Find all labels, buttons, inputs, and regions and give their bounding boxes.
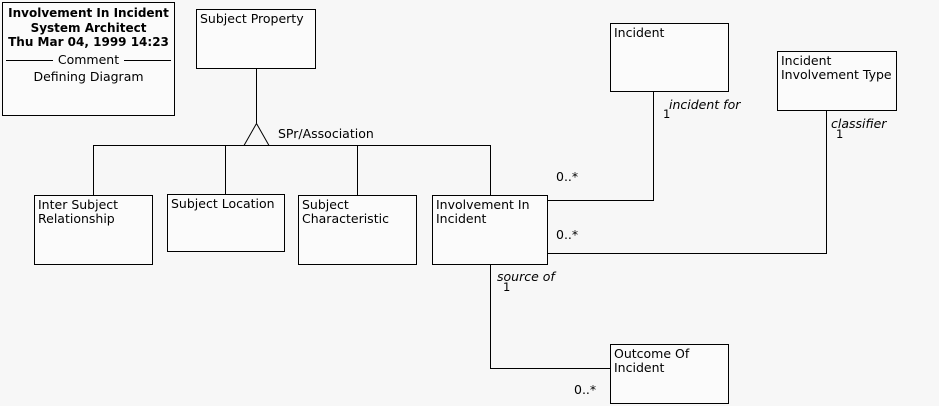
generalization-drop-subject-location (225, 145, 226, 194)
generalization-drop-involvement-in-incident (490, 145, 491, 195)
class-box-incident[interactable]: Incident (610, 23, 729, 92)
assoc-outcome-horizontal (490, 368, 611, 369)
class-box-involvement-in-incident[interactable]: Involvement In Incident (432, 195, 548, 265)
assoc-classifier-horizontal (548, 253, 827, 254)
comment-separator-label: Comment (57, 51, 120, 67)
class-name-outcome-of-incident: Outcome Of Incident (614, 346, 690, 375)
class-box-subject-location[interactable]: Subject Location (167, 194, 285, 252)
generalization-stem (256, 69, 257, 123)
multiplicity-source-of-near: 1 (503, 280, 511, 294)
generalization-bus (93, 145, 491, 146)
comment-separator: Comment (6, 52, 171, 68)
multiplicity-outcome-far: 0..* (574, 382, 597, 397)
generalization-triangle-icon (243, 122, 270, 146)
class-box-subject-characteristic[interactable]: Subject Characteristic (298, 195, 417, 265)
class-box-subject-property[interactable]: Subject Property (196, 9, 316, 69)
assoc-incident-vertical (653, 92, 654, 201)
class-name-subject-property: Subject Property (200, 11, 304, 26)
generalization-drop-inter-subject-relationship (93, 145, 94, 195)
class-box-outcome-of-incident[interactable]: Outcome Of Incident (610, 344, 729, 404)
assoc-classifier-vertical (826, 111, 827, 254)
diagram-name: Involvement In Incident (8, 6, 169, 20)
generalization-label: SPr/Association (278, 126, 374, 141)
role-source-of: source of (497, 269, 555, 284)
assoc-incident-horizontal (548, 200, 654, 201)
multiplicity-classifier-far: 0..* (556, 227, 579, 242)
diagram-timestamp: Thu Mar 04, 1999 14:23 (8, 35, 169, 49)
diagram-author: System Architect (30, 20, 147, 35)
multiplicity-incident-near: 1 (663, 107, 671, 121)
class-name-subject-characteristic: Subject Characteristic (302, 197, 389, 226)
class-name-incident-involvement-type: Incident Involvement Type (781, 53, 892, 82)
role-incident-for: incident for (669, 97, 741, 112)
class-name-subject-location: Subject Location (171, 196, 275, 211)
diagram-comment: Defining Diagram (33, 68, 144, 84)
role-classifier: classifier (831, 116, 887, 131)
class-box-incident-involvement-type[interactable]: Incident Involvement Type (777, 51, 897, 111)
class-name-incident: Incident (614, 25, 665, 40)
multiplicity-incident-far: 0..* (556, 169, 579, 184)
generalization-drop-subject-characteristic (357, 145, 358, 195)
multiplicity-classifier-near: 1 (836, 127, 844, 141)
class-name-involvement-in-incident: Involvement In Incident (436, 197, 530, 226)
class-box-inter-subject-relationship[interactable]: Inter Subject Relationship (34, 195, 153, 265)
assoc-outcome-vertical (490, 265, 491, 369)
title-block: Involvement In Incident System Architect… (2, 2, 175, 116)
class-name-inter-subject-relationship: Inter Subject Relationship (38, 197, 119, 226)
